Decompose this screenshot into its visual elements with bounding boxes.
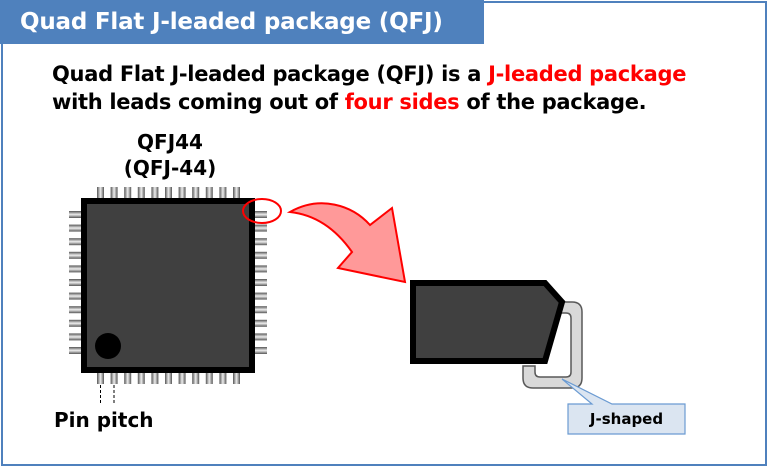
- highlight-j-leaded: J-leaded package: [488, 62, 687, 86]
- right-pins: [255, 211, 267, 354]
- highlight-circle: [242, 198, 282, 224]
- j-lead: [522, 301, 583, 389]
- left-pins: [69, 211, 81, 354]
- j-shaped-callout: [561, 378, 686, 435]
- page-title: Quad Flat J-leaded package (QFJ): [0, 0, 484, 44]
- bottom-pins: [97, 373, 240, 384]
- chip-body-side-view: [410, 280, 566, 364]
- description-text: of the package.: [459, 90, 647, 114]
- description-line-1: Quad Flat J-leaded package (QFJ) is a J-…: [52, 60, 686, 88]
- description-text: Quad Flat J-leaded package (QFJ) is a: [52, 62, 489, 86]
- curved-arrow-icon: [286, 202, 407, 284]
- description: Quad Flat J-leaded package (QFJ) is a J-…: [52, 60, 686, 116]
- package-label: QFJ44 (QFJ-44): [110, 129, 230, 181]
- package-alt-name: (QFJ-44): [123, 156, 217, 180]
- highlight-four-sides: four sides: [344, 90, 460, 114]
- description-text: with leads coming out of: [52, 90, 345, 114]
- package-name: QFJ44: [137, 130, 203, 154]
- pin-pitch-label: Pin pitch: [54, 408, 154, 432]
- chip-body-top-view: [81, 198, 255, 373]
- pin1-marker: [95, 333, 121, 359]
- top-pins: [97, 187, 240, 198]
- j-shaped-label: J-shaped: [589, 410, 664, 428]
- description-line-2: with leads coming out of four sides of t…: [52, 88, 686, 116]
